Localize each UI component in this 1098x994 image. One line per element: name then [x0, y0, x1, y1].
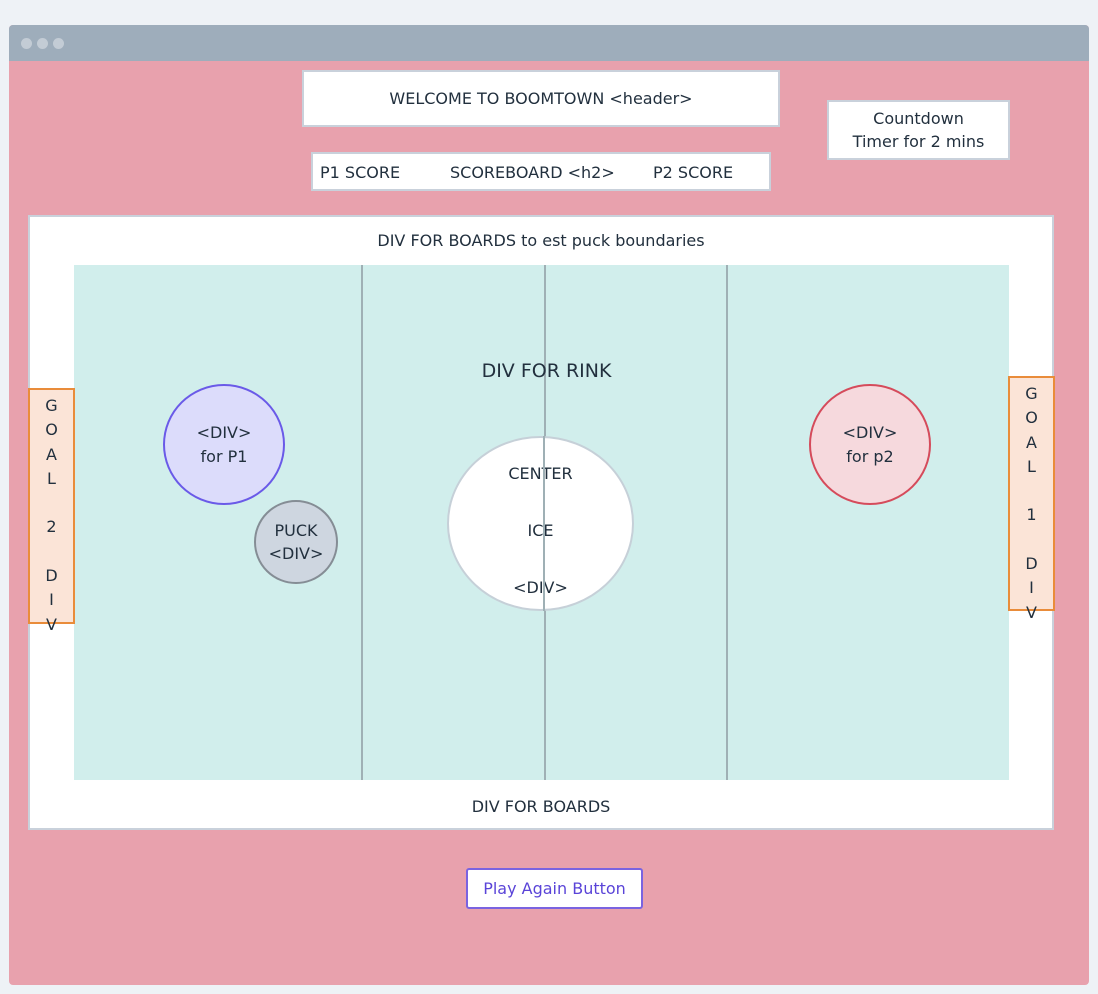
center-ice-line-3: <DIV> [513, 577, 568, 597]
center-ice-circle: CENTER ICE <DIV> [447, 436, 634, 611]
rink-blue-line-right [726, 265, 728, 780]
scoreboard: P1 SCORE SCOREBOARD <h2> P2 SCORE [311, 152, 771, 191]
timer-line-1: Countdown [873, 108, 964, 128]
window-control-dot-2[interactable] [37, 38, 48, 49]
p1-score: P1 SCORE [320, 163, 401, 182]
player-2-paddle[interactable]: <DIV> for p2 [809, 384, 931, 505]
window-control-dot-1[interactable] [21, 38, 32, 49]
goal-1-label: G O A L 1 D I V [1025, 384, 1038, 622]
boards-top-label: DIV FOR BOARDS to est puck boundaries [377, 231, 705, 250]
window-control-dot-3[interactable] [53, 38, 64, 49]
browser-window: WELCOME TO BOOMTOWN <header> Countdown T… [9, 25, 1089, 985]
player-1-line-2: for P1 [200, 446, 248, 466]
puck-line-2: <DIV> [268, 544, 324, 563]
center-ice-line-1: CENTER [508, 464, 573, 483]
player-1-line-1: <DIV> [196, 423, 252, 443]
play-again-button[interactable]: Play Again Button [466, 868, 643, 909]
header-title: WELCOME TO BOOMTOWN <header> [389, 89, 693, 108]
p2-score: P2 SCORE [653, 163, 734, 182]
puck-line-1: PUCK [274, 520, 318, 540]
boards-bottom-label: DIV FOR BOARDS [471, 797, 611, 816]
player-1-paddle[interactable]: <DIV> for P1 [163, 384, 285, 505]
rink-label: DIV FOR RINK [481, 360, 612, 382]
window-titlebar [9, 25, 1089, 61]
goal-2: G O A L 2 D I V [28, 388, 75, 634]
goal-2-label: G O A L 2 D I V [45, 396, 58, 634]
goal-1: G O A L 1 D I V [1008, 376, 1055, 622]
puck[interactable]: PUCK <DIV> [254, 500, 338, 584]
player-2-line-2: for p2 [846, 446, 894, 466]
center-line-overlay [543, 436, 545, 611]
scoreboard-title: SCOREBOARD <h2> [450, 163, 615, 182]
page-header: WELCOME TO BOOMTOWN <header> [302, 70, 780, 127]
countdown-timer: Countdown Timer for 2 mins [827, 100, 1010, 160]
timer-line-2: Timer for 2 mins [852, 132, 985, 151]
center-ice-line-2: ICE [527, 520, 554, 540]
rink-blue-line-left [361, 265, 363, 780]
player-2-line-1: <DIV> [842, 423, 898, 443]
